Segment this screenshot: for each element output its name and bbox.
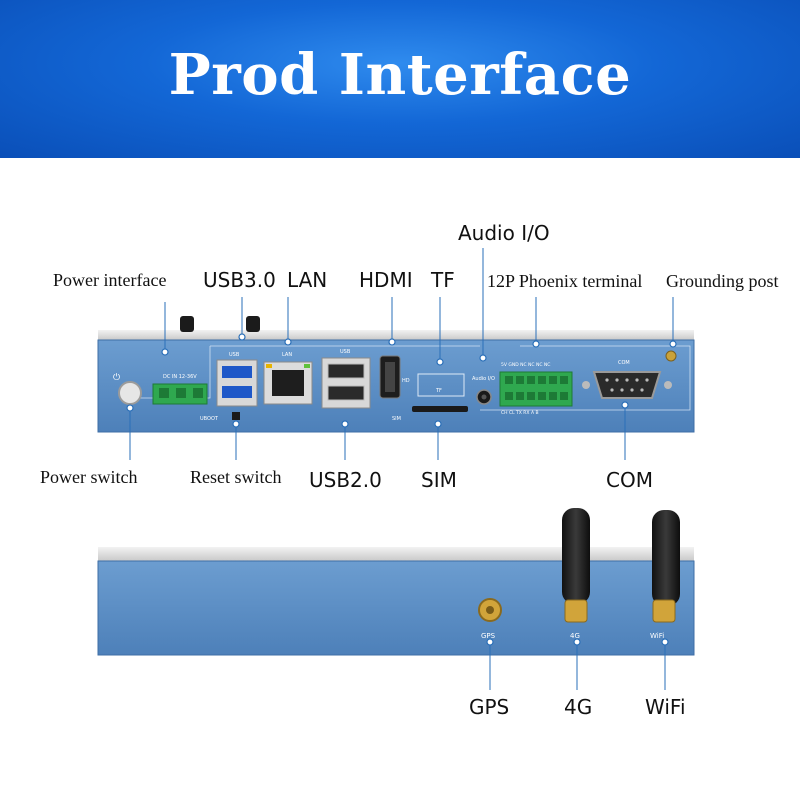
com-port (592, 371, 662, 399)
print-dcin: DC IN 12-36V (163, 374, 197, 380)
antenna-wifi (652, 510, 680, 606)
print-4g: 4G (570, 632, 580, 640)
print-phoenix-bottom: CH CL TX RX A B (501, 410, 539, 416)
print-lan: LAN (282, 352, 292, 358)
print-usb-a: USB (229, 352, 240, 358)
label-tf: TF (431, 268, 455, 292)
label-4g: 4G (564, 695, 593, 719)
front-device: ⏻ (97, 316, 695, 433)
sim-slot (412, 406, 468, 412)
label-usb2: USB2.0 (309, 468, 382, 492)
svg-text:⏻: ⏻ (113, 372, 120, 383)
label-reset-switch: Reset switch (190, 467, 282, 487)
label-wifi: WiFi (645, 695, 686, 719)
print-phoenix-top: 5V GND NC NC NC NC (501, 362, 550, 368)
print-com: COM (618, 360, 630, 366)
label-com: COM (606, 468, 653, 492)
grounding-screw (665, 350, 677, 362)
print-gps: GPS (481, 632, 496, 640)
power-button (118, 381, 142, 405)
page-title: Prod Interface (168, 42, 632, 108)
print-audio: Audio I/O (472, 376, 495, 382)
tf-slot (417, 373, 465, 397)
print-sim: SIM (392, 416, 401, 422)
reset-button (232, 412, 240, 420)
label-power-interface: Power interface (53, 270, 167, 290)
print-usb-b: USB (340, 349, 351, 355)
top-knob-1 (180, 316, 194, 332)
label-lan: LAN (287, 268, 328, 292)
antenna-4g (562, 508, 590, 604)
top-knob-2 (246, 316, 260, 332)
label-sim: SIM (421, 468, 457, 492)
back-device (97, 508, 695, 656)
label-phoenix: 12P Phoenix terminal (487, 271, 643, 291)
label-gps: GPS (469, 695, 510, 719)
title-banner: Prod Interface (0, 0, 800, 158)
print-tf: TF (435, 388, 442, 394)
print-hd: HD (402, 378, 410, 384)
label-grounding: Grounding post (666, 271, 779, 291)
label-hdmi: HDMI (359, 268, 413, 292)
label-usb3: USB3.0 (203, 268, 276, 292)
label-power-switch: Power switch (40, 467, 138, 487)
print-wifi: WiFi (650, 632, 664, 640)
print-uboot: UBOOT (200, 416, 219, 422)
label-audio: Audio I/O (458, 221, 550, 245)
